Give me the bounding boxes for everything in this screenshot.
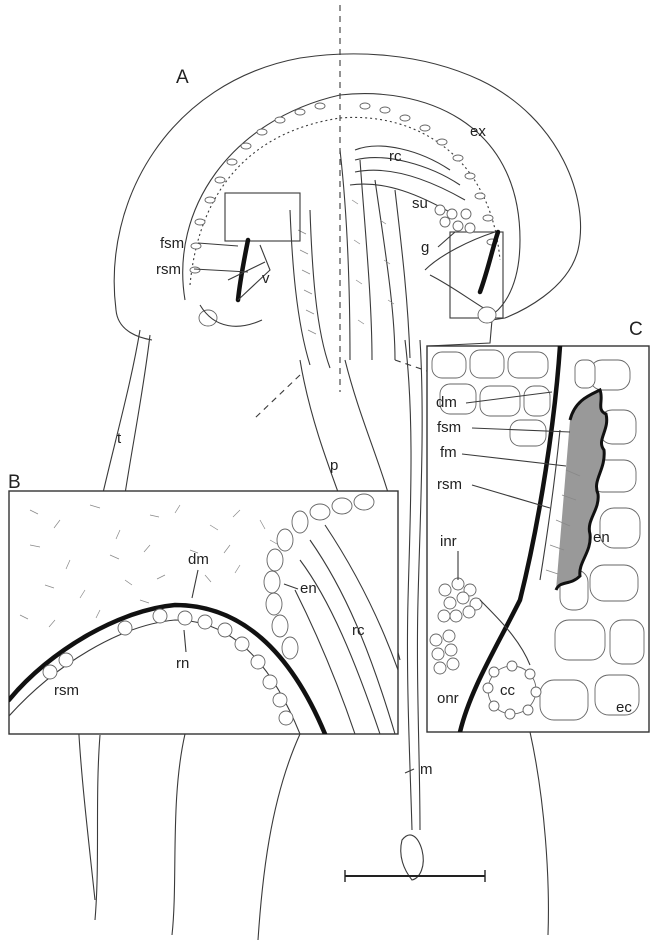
gonad-cells <box>435 205 475 233</box>
label-c-fsm: fsm <box>437 419 461 436</box>
label-c-cc: cc <box>500 682 516 699</box>
label-b-dm: dm <box>188 551 209 568</box>
label-c-onr: onr <box>437 690 459 707</box>
panel-label-b: B <box>8 472 21 493</box>
left-muscle-band <box>238 240 248 300</box>
panel-c-inset <box>427 346 649 732</box>
inset-box-b <box>225 193 300 241</box>
mouth-tip <box>401 835 424 880</box>
bell-margin <box>116 310 152 340</box>
panel-label-c: C <box>629 319 643 340</box>
label-b-en: en <box>300 580 317 597</box>
label-rsm: rsm <box>156 261 181 278</box>
label-b-rc: rc <box>352 622 365 639</box>
label-c-rsm: rsm <box>437 476 462 493</box>
label-rc: rc <box>389 148 402 165</box>
label-t: t <box>117 430 122 447</box>
label-c-en: en <box>593 529 610 546</box>
label-c-ec: ec <box>616 699 632 716</box>
bell-outline <box>114 54 580 346</box>
label-ex: ex <box>470 123 486 140</box>
manubrium-tube <box>405 340 412 830</box>
label-c-fm: fm <box>440 444 457 461</box>
label-m: m <box>420 761 433 778</box>
label-b-rsm: rsm <box>54 682 79 699</box>
label-su: su <box>412 195 428 212</box>
label-fsm: fsm <box>160 235 184 252</box>
label-v: v <box>262 270 270 287</box>
label-p: p <box>330 457 338 474</box>
label-c-dm: dm <box>436 394 457 411</box>
label-g: g <box>421 239 429 256</box>
label-b-rn: rn <box>176 655 189 672</box>
panel-label-a: A <box>176 67 189 88</box>
label-c-inr: inr <box>440 533 457 550</box>
